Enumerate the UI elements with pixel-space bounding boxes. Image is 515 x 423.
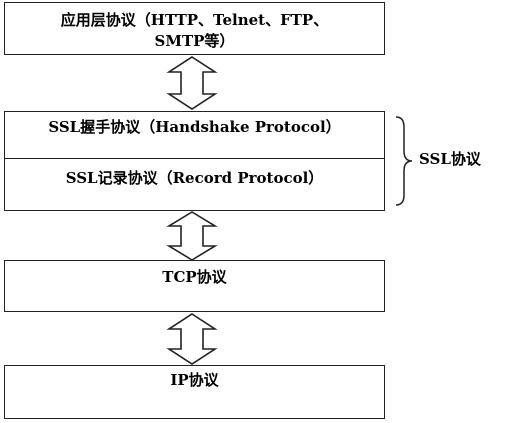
tcp-layer-box: TCP协议 xyxy=(4,260,385,312)
ssl-handshake-label: SSL握手协议（Handshake Protocol） xyxy=(48,118,341,136)
ssl-group-label: SSL协议 xyxy=(419,150,481,168)
tcp-layer-label: TCP协议 xyxy=(162,268,227,286)
ssl-record-label: SSL记录协议（Record Protocol） xyxy=(65,169,324,187)
application-layer-label-line2: SMTP等） xyxy=(154,32,235,50)
ip-layer-box: IP协议 xyxy=(4,365,385,419)
ssl-protocol-box: SSL握手协议（Handshake Protocol） SSL记录协议（Reco… xyxy=(4,111,385,211)
application-layer-box: 应用层协议（HTTP、Telnet、FTP、 SMTP等） xyxy=(4,2,385,55)
ssl-group-brace xyxy=(395,116,413,206)
ip-layer-label: IP协议 xyxy=(170,371,219,389)
ssl-divider xyxy=(5,158,384,159)
double-arrow-app-ssl xyxy=(166,56,218,110)
application-layer-label-line1: 应用层协议（HTTP、Telnet、FTP、 xyxy=(60,11,329,29)
double-arrow-ssl-tcp xyxy=(166,211,218,261)
double-arrow-tcp-ip xyxy=(166,313,218,365)
